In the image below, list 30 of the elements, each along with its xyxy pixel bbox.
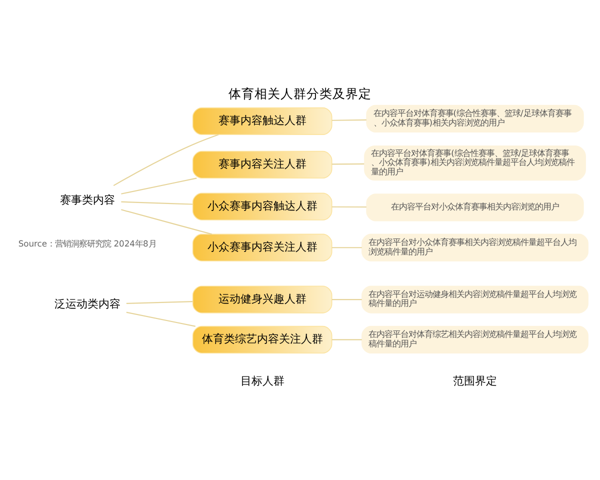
- node-box: 在内容平台对体育综艺相关内容浏览稿件量超平台人均浏览稿件量的用户: [362, 325, 588, 354]
- connector: [332, 246, 362, 248]
- connector: [126, 311, 196, 326]
- node-box: 在内容平台对运动健身相关内容浏览稿件量超平台人均浏览稿件量的用户: [362, 285, 588, 313]
- label: 目标人群: [240, 374, 284, 387]
- node-box: 小众赛事内容触达人群: [192, 192, 332, 220]
- node-box: 体育类综艺内容关注人群: [192, 325, 332, 354]
- connector: [332, 298, 362, 300]
- connector: [126, 300, 193, 304]
- node-box: 赛事内容关注人群: [192, 150, 332, 178]
- connector: [332, 338, 362, 340]
- connector: [121, 200, 193, 204]
- node-box: 在内容平台对小众体育赛事相关内容浏览的用户: [366, 193, 584, 221]
- connector: [113, 134, 219, 186]
- connector: [121, 208, 212, 234]
- connector: [332, 206, 366, 208]
- diagram-title: 体育相关人群分类及界定: [228, 85, 372, 100]
- label: 范围界定: [452, 374, 497, 387]
- connector: [332, 162, 364, 164]
- node-box: 在内容平台对小众体育赛事相关内容浏览稿件量超平台人均浏览稿件量的用户: [362, 233, 588, 261]
- node-text: 赛事类内容: [60, 193, 115, 206]
- connector: [332, 118, 366, 120]
- node-box: 小众赛事内容关注人群: [192, 233, 332, 261]
- node-box: 在内容平台对体育赛事(综合性赛事、篮球/足球体育赛事、小众体育赛事)相关内容浏览的用户: [366, 104, 584, 132]
- node-box: 在内容平台对体育赛事(综合性赛事、篮球/足球体育赛事、小众体育赛事)相关内容浏览稿件量超平台人均浏览稿件量的用户: [364, 144, 586, 180]
- label: Source：营销洞察研究院 2024年8月: [18, 238, 156, 248]
- node-box: 赛事内容触达人群: [192, 106, 332, 134]
- node-text: 泛运动类内容: [54, 296, 120, 310]
- connector: [121, 177, 197, 194]
- node-box: 运动健身兴趣人群: [192, 285, 332, 313]
